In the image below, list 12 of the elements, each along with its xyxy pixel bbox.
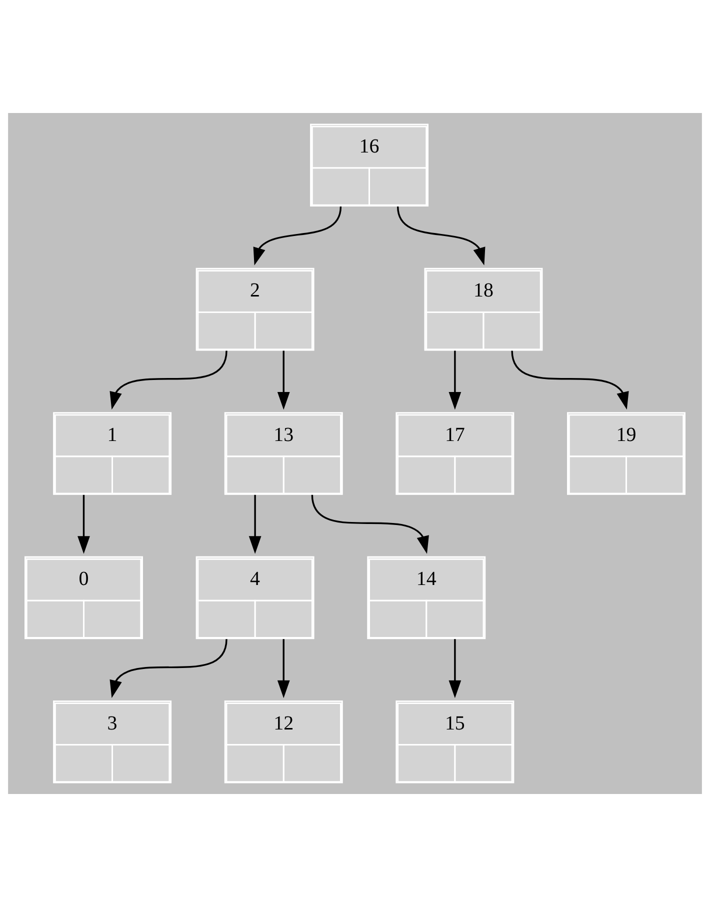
arrow xyxy=(78,494,90,554)
arrow xyxy=(448,639,462,698)
arrow xyxy=(110,638,228,698)
arrow xyxy=(277,639,290,698)
arrow xyxy=(396,206,486,266)
arrow xyxy=(248,494,262,554)
arrow xyxy=(277,350,290,410)
arrow xyxy=(511,350,629,410)
arrow xyxy=(311,494,429,554)
arrow xyxy=(110,350,228,410)
arrow xyxy=(448,350,462,410)
arrow xyxy=(253,206,342,266)
